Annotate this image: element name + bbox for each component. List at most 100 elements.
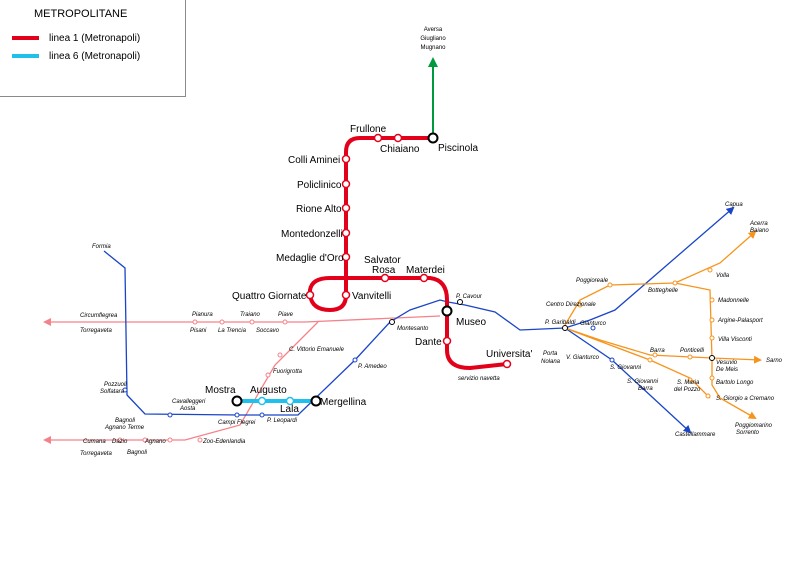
label-nolana: Nolana (541, 359, 561, 365)
label-acerra: Acerra (749, 221, 768, 227)
station-mostra[interactable] (231, 395, 243, 407)
label-madonnelle: Madonnelle (718, 298, 750, 304)
label-argine: Argine-Palasport (717, 318, 763, 324)
label-medaglie-doro: Medaglie d'Oro (276, 253, 344, 264)
station-universita[interactable] (502, 359, 512, 369)
station-piscinola[interactable] (427, 132, 439, 144)
label-smp-2: del Pozzo (674, 387, 701, 393)
station-quattro-giornate[interactable] (305, 290, 315, 300)
station-museo[interactable] (441, 305, 453, 317)
label-cumana: Cumana (83, 439, 106, 445)
station-frullone[interactable] (373, 133, 383, 143)
orange-stops (577, 267, 715, 399)
legend-label-line1: linea 1 (Metronapoli) (49, 32, 141, 44)
label-smp-1: S. Maria (677, 380, 700, 386)
station-colli-aminei[interactable] (341, 154, 351, 164)
label-p-leopardi: P. Leopardi (267, 418, 298, 424)
cumana-line (43, 321, 319, 444)
label-traiano: Traiano (240, 312, 261, 318)
north-labels: Aversa Giugliano Mugnano (420, 27, 446, 51)
label-poggiomarino: Poggiomarino (735, 423, 773, 429)
label-soccavo: Soccavo (256, 328, 280, 334)
label-dazio: Dazio (112, 439, 128, 445)
blue-main-path (103, 206, 735, 416)
label-botteghelle: Botteghelle (648, 288, 679, 294)
label-mostra: Mostra (205, 385, 236, 396)
station-chiaiano[interactable] (393, 133, 403, 143)
label-vanvitelli: Vanvitelli (352, 291, 391, 302)
label-quattro-giornate: Quattro Giornate (232, 291, 307, 302)
line1-stations (305, 133, 512, 369)
label-dante: Dante (415, 337, 442, 348)
station-salvator-rosa[interactable] (380, 273, 390, 283)
label-mugnano: Mugnano (420, 45, 446, 51)
label-p-cavour: P. Cavour (456, 294, 483, 300)
legend-title: METROPOLITANE (34, 8, 128, 20)
label-mergellina: Mergellina (320, 397, 367, 408)
label-poggioreale: Poggioreale (576, 278, 609, 284)
label-salvator: Salvator (364, 255, 401, 266)
blue-stops (122, 299, 715, 418)
label-barra: Barra (650, 348, 665, 354)
legend-swatch-line1 (12, 36, 39, 40)
label-s-giorgio: S. Giorgio a Cremano (716, 396, 775, 402)
label-castellammare: Castellammare (675, 432, 716, 438)
label-policlinico: Policlinico (297, 180, 342, 191)
label-sorrento: Sorrento (736, 430, 760, 436)
station-materdei[interactable] (419, 273, 429, 283)
label-pozzuoli: Pozzuoli (104, 382, 127, 388)
pink-labels: Circumflegrea Torregaveta Pianura Traian… (80, 312, 345, 457)
station-medaglie-doro[interactable] (341, 252, 351, 262)
label-campi-flegrei: Campi Flegrei (218, 420, 256, 426)
label-c-vittorio: C. Vittorio Emanuele (289, 347, 345, 353)
label-la-trencia: La Trencia (218, 328, 247, 334)
label-sgb-2: Barra (638, 386, 653, 392)
station-policlinico[interactable] (341, 179, 351, 189)
label-ponticelli: Ponticelli (680, 348, 705, 354)
label-universita: Universita' (486, 349, 532, 360)
station-montedonzelli[interactable] (341, 228, 351, 238)
label-circumflegrea: Circumflegrea (80, 313, 118, 319)
label-aversa: Aversa (424, 27, 443, 33)
label-porta: Porta (543, 351, 558, 357)
orange-acerra-path (564, 230, 757, 326)
line6-labels: Mostra Augusto Lala Mergellina (205, 385, 367, 415)
label-baiano: Baiano (750, 228, 769, 234)
legend-item-line1: linea 1 (Metronapoli) (12, 31, 140, 45)
orange-sorrento-path (711, 360, 757, 419)
label-centro-direzionale: Centro Direzionale (546, 302, 596, 308)
label-p-garibaldi: P. Garibaldi (545, 320, 576, 326)
label-p-amedeo: P. Amedeo (358, 364, 387, 370)
legend-item-line6: linea 6 (Metronapoli) (12, 49, 140, 63)
station-rione-alto[interactable] (341, 203, 351, 213)
label-pisani: Pisani (190, 328, 207, 334)
label-villa-visconti: Villa Visconti (718, 337, 752, 343)
label-aosta: Aosta (179, 406, 196, 412)
label-rosa: Rosa (372, 265, 396, 276)
station-mergellina[interactable] (310, 395, 322, 407)
label-montedonzelli: Montedonzelli (281, 229, 343, 240)
station-augusto[interactable] (257, 396, 267, 406)
interchange-stations (231, 132, 453, 407)
label-pianura: Pianura (192, 312, 213, 318)
station-lala[interactable] (285, 396, 295, 406)
label-s-giovanni: S. Giovanni (610, 365, 642, 371)
pink-lines (43, 315, 441, 444)
label-solfatara: Solfatara (100, 389, 125, 395)
label-frullone: Frullone (350, 124, 387, 135)
label-de-meis: De Meis (716, 367, 738, 373)
blue-labels: Formia Pozzuoli Solfatara Bagnoli Agnano… (92, 202, 743, 438)
label-vesuvio: Vesuvio (716, 360, 738, 366)
label-museo: Museo (456, 317, 486, 328)
station-vanvitelli[interactable] (341, 290, 351, 300)
station-dante[interactable] (442, 336, 452, 346)
label-zoo-edenlandia: Zoo-Edenlandia (202, 439, 246, 445)
label-agnano: Agnano (144, 439, 166, 445)
line1-labels: Piscinola Chiaiano Frullone Colli Aminei… (232, 124, 532, 382)
legend-swatch-line6 (12, 54, 39, 58)
label-sgb-1: S. Giovanni (627, 379, 659, 385)
orange-labels: Poggioreale Centro Direzionale Botteghel… (541, 221, 783, 436)
label-giugliano: Giugliano (420, 36, 446, 42)
label-servizio-navetta: servizio navetta (458, 376, 500, 382)
